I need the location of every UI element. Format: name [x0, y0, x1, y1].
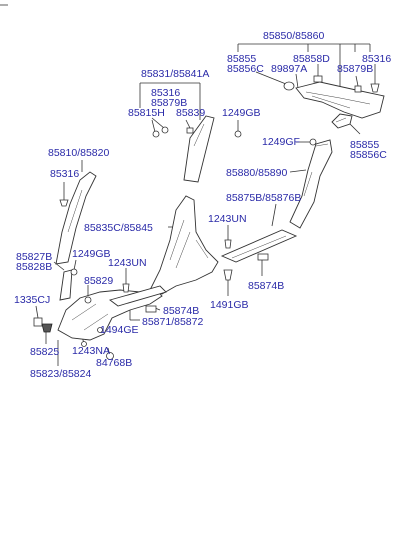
label-85316-right: 85316	[362, 53, 391, 65]
label-85827b: 85827B	[16, 251, 52, 263]
label-1249gb-top: 1249GB	[222, 107, 261, 119]
kick-panel-part	[57, 289, 163, 341]
label-85316-mid: 85316	[151, 87, 180, 99]
fastener-1494ge	[97, 327, 103, 333]
fastener-84768b	[106, 352, 114, 360]
fastener-85874b-right	[257, 253, 269, 261]
label-89897a: 89897A	[271, 63, 307, 75]
fastener-85829	[84, 296, 92, 304]
label-1335cj: 1335CJ	[14, 294, 50, 306]
fastener-1249gf	[309, 138, 317, 146]
label-1494ge: 1494GE	[100, 324, 139, 336]
label-85880-85890: 85880/85890	[226, 167, 287, 179]
fastener-85316-left	[59, 199, 69, 207]
label-1243un-right: 1243UN	[208, 213, 247, 225]
pillar-upper-part	[183, 115, 215, 183]
a-pillar-part	[55, 171, 97, 265]
fastener-85316-right	[370, 83, 380, 93]
label-1249gf: 1249GF	[262, 136, 300, 148]
sill-trim-part	[109, 285, 167, 307]
fastener-85874b-mid	[145, 305, 157, 313]
fastener-1491gb	[223, 269, 233, 281]
label-85825: 85825	[30, 346, 59, 358]
label-1243na: 1243NA	[72, 345, 110, 357]
sill-scuff-part	[220, 229, 298, 263]
pillar-center-part	[289, 139, 333, 229]
label-85823-85824: 85823/85824	[30, 368, 91, 380]
label-1491gb: 1491GB	[210, 299, 249, 311]
roof-trim-part	[295, 81, 385, 119]
label-85858d: 85858D	[293, 53, 330, 65]
fastener-1243un-mid	[122, 283, 130, 293]
label-85855-top: 85855	[227, 53, 256, 65]
label-85855-right: 85855	[350, 139, 379, 151]
label-85839: 85839	[176, 107, 205, 119]
fastener-1243un-right	[224, 239, 232, 249]
label-85856c-right: 85856C	[350, 149, 387, 161]
label-85856c-top: 85856C	[227, 63, 264, 75]
label-85879b-mid: 85879B	[151, 97, 187, 109]
label-84768b: 84768B	[96, 357, 132, 369]
fastener-1243na	[81, 341, 87, 347]
top-clip-part	[283, 81, 295, 91]
bracket-85827b-part	[59, 269, 73, 301]
side-clip-part	[331, 113, 353, 129]
label-85831-85841a: 85831/85841A	[141, 68, 209, 80]
label-85815h: 85815H	[128, 107, 165, 119]
label-1249gb-left: 1249GB	[72, 248, 111, 260]
part-labels: 85850/85860 85855 85856C 85858D 89897A 8…	[14, 30, 391, 380]
fasteners-85316-85879b	[152, 126, 242, 138]
label-85850-85860: 85850/85860	[263, 30, 324, 42]
label-85879b-right: 85879B	[337, 63, 373, 75]
label-85829: 85829	[84, 275, 113, 287]
label-85874b-right: 85874B	[248, 280, 284, 292]
label-1243un-mid: 1243UN	[108, 257, 147, 269]
label-85835c-85845: 85835C/85845	[84, 222, 153, 234]
label-85828b: 85828B	[16, 261, 52, 273]
label-85875b-85876b: 85875B/85876B	[226, 192, 301, 204]
fastener-85825	[41, 323, 53, 333]
label-85316-left: 85316	[50, 168, 79, 180]
fastener-85879b-right	[354, 85, 362, 93]
label-85874b-mid: 85874B	[163, 305, 199, 317]
center-pillar-lower-part	[149, 195, 219, 295]
fastener-1249gb-left	[70, 268, 78, 276]
fastener-1335cj	[33, 317, 43, 327]
label-85810-85820: 85810/85820	[48, 147, 109, 159]
fastener-85858d	[313, 75, 323, 83]
label-85871-85872: 85871/85872	[142, 316, 203, 328]
